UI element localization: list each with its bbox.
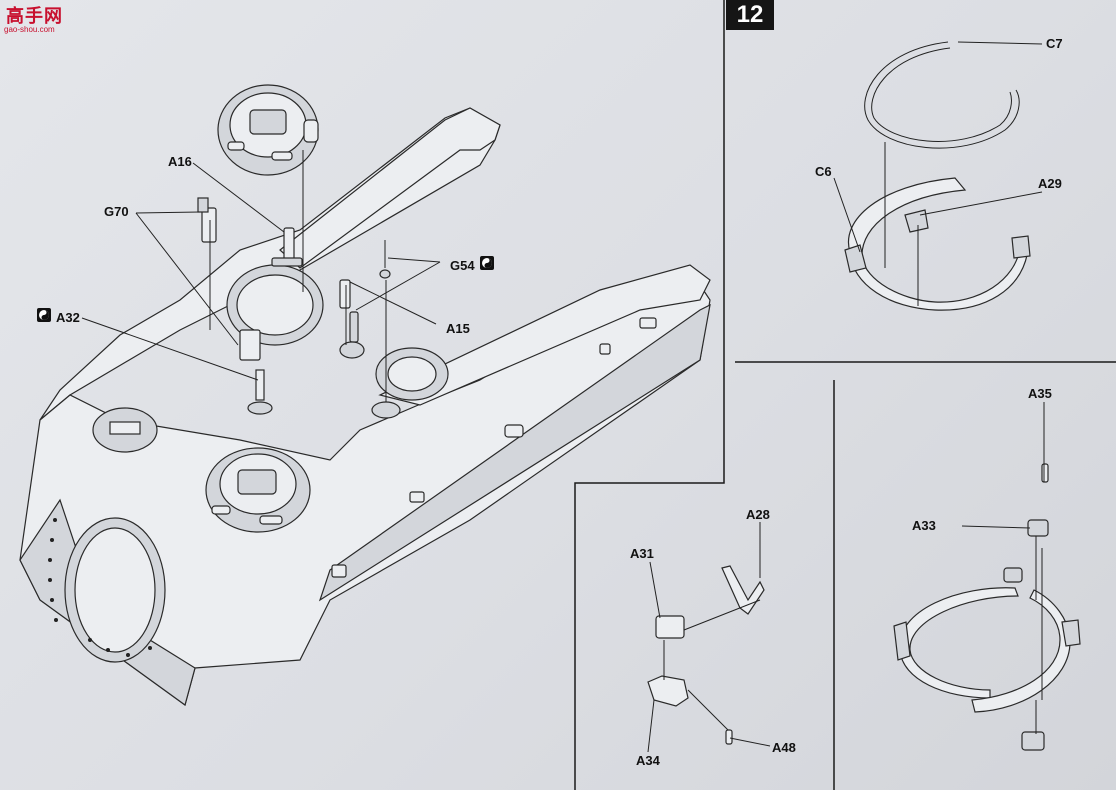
label-a16: A16: [168, 154, 192, 169]
part-a33: [1027, 519, 1049, 537]
left-fender: [279, 107, 501, 269]
label-a34: A34: [636, 753, 661, 768]
label-a29: A29: [1038, 176, 1062, 191]
deck-fitting: [504, 424, 524, 438]
panel-frames: [574, 0, 1116, 790]
part-a16: [271, 227, 303, 267]
label-a15: A15: [446, 321, 470, 336]
logo-url: gao-shou.com: [4, 25, 55, 34]
deck-fitting: [639, 317, 657, 329]
part-a28: [721, 565, 765, 615]
logo-text: 高手网: [6, 6, 63, 27]
part-a32-periscope: [239, 329, 273, 415]
main-leader-lines: [81, 150, 441, 402]
part-a15: [339, 279, 359, 343]
deck-fitting: [599, 343, 611, 355]
deck-fitting: [409, 491, 425, 503]
ring-panel: [833, 41, 1043, 311]
label-a28: A28: [746, 507, 770, 522]
label-a32: A32: [56, 310, 80, 325]
right-fender: [378, 264, 711, 406]
part-a31: [655, 615, 685, 639]
label-a33: A33: [912, 518, 936, 533]
step-number-badge: 12: [726, 0, 774, 30]
front-hatch-bolts: [48, 518, 152, 657]
label-a31: A31: [630, 546, 654, 561]
label-c7: C7: [1046, 36, 1063, 51]
site-logo: 高手网 gao-shou.com: [2, 2, 68, 38]
hull-top-drawing: [19, 84, 711, 706]
label-g54: G54: [450, 258, 475, 273]
part-g54-antenna-bases: [339, 240, 401, 419]
part-a35: [1041, 463, 1049, 483]
hull-right-side: [318, 303, 711, 602]
part-c6-ring: [847, 177, 1029, 311]
part-c7-ring: [864, 41, 1020, 149]
part-a48: [725, 729, 733, 745]
label-c6: C6: [815, 164, 832, 179]
yin-yang-icon: [37, 308, 51, 322]
mount-ring-lower: [971, 589, 1071, 713]
bracket-panel: [647, 522, 771, 753]
part-g70: [197, 197, 217, 243]
main-panel-border: [574, 0, 725, 790]
part-a29: [904, 209, 929, 233]
label-a35: A35: [1028, 386, 1052, 401]
yin-yang-icon: [480, 256, 494, 270]
ring-mount-panel: [893, 402, 1081, 751]
deck-fitting: [331, 564, 347, 578]
mount-ring-upper: [899, 587, 1019, 699]
label-g70: G70: [104, 204, 129, 219]
label-a48: A48: [772, 740, 796, 755]
lower-hatch-part: [205, 447, 311, 533]
upper-hatch-part: [217, 84, 319, 176]
